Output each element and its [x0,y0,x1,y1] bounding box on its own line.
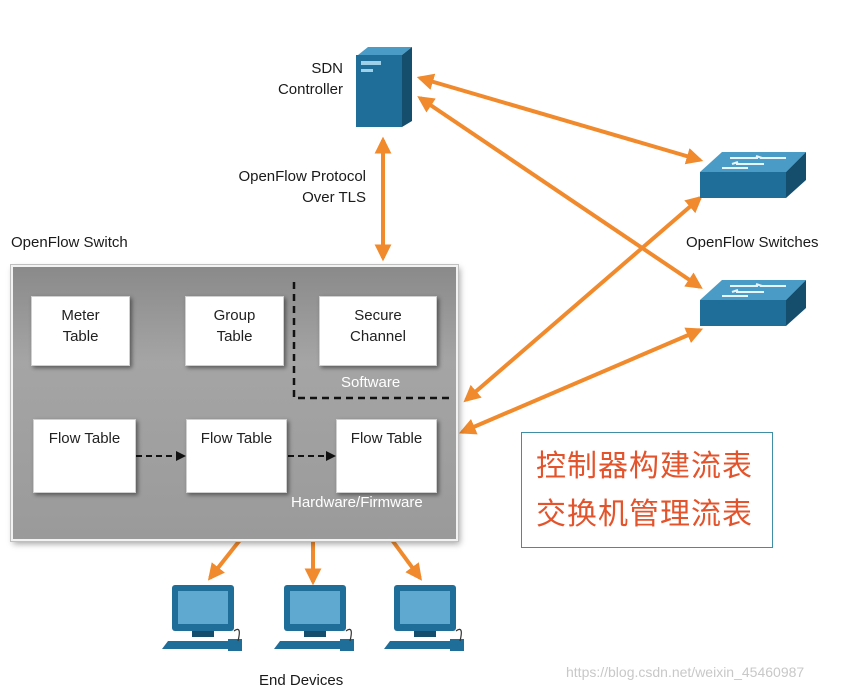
flow-table-1: Flow Table [33,419,136,493]
box-to-device-1-arrow [207,538,242,581]
switch-title: OpenFlow Switch [11,234,128,251]
controller-label-line2: Controller [277,81,343,98]
computer-icon [162,585,242,651]
hardware-label: Hardware/Firmware [291,494,423,511]
network-switch-icon [700,280,806,326]
server-icon [356,47,412,127]
meter-table-line2: Table [62,328,99,345]
secure-channel-line1: Secure [354,307,402,324]
flow-table-2: Flow Table [186,419,287,493]
protocol-label-line2: Over TLS [302,189,366,206]
flow-table-3: Flow Table [336,419,437,493]
meter-table-line1: Meter [61,307,100,324]
switch-b-to-box-arrow [458,327,704,435]
group-table: Group Table [185,296,284,366]
protocol-label: OpenFlow Protocol Over TLS [190,166,366,208]
meter-table: Meter Table [31,296,130,366]
watermark: https://blog.csdn.net/weixin_45460987 [566,664,805,680]
protocol-label-line1: OpenFlow Protocol [238,168,366,185]
openflow-switches-label: OpenFlow Switches [686,234,819,251]
controller-label: SDN Controller [240,58,343,100]
end-devices-label: End Devices [259,672,344,689]
annotation-line2: 交换机管理流表 [536,497,753,532]
software-label: Software [341,374,401,391]
secure-channel-line2: Channel [350,328,406,345]
annotation-line1: 控制器构建流表 [536,449,753,484]
group-table-line2: Table [216,328,253,345]
computer-icon [384,585,464,651]
box-to-device-3-arrow [390,538,422,581]
annotation-box: 控制器构建流表 交换机管理流表 [521,432,773,548]
network-switch-icon [700,152,806,198]
group-table-line1: Group [213,307,256,324]
secure-channel: Secure Channel [319,296,437,366]
controller-label-line1: SDN [311,60,343,77]
computer-icon [274,585,354,651]
